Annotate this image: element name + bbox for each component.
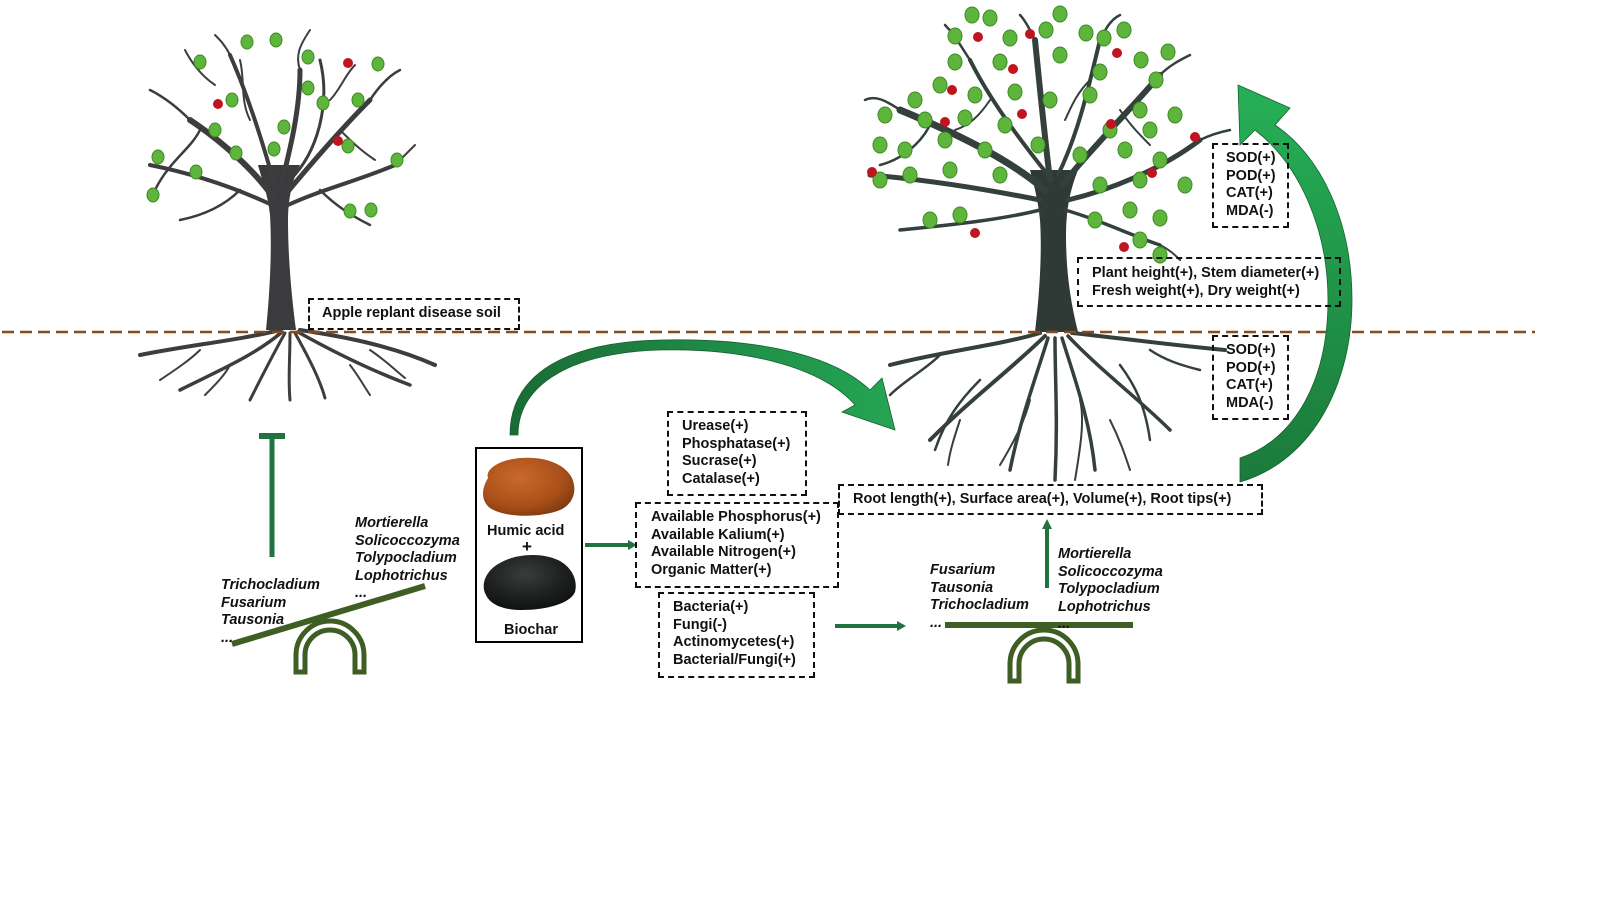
left-tree-leaves — [146, 32, 404, 219]
arrow-amendment-to-soil — [585, 540, 637, 550]
taxon: ... — [221, 629, 234, 646]
left-beneficial-taxa: Mortierella Solicoccozyma Tolypocladium … — [355, 515, 460, 603]
humic-acid-label: Humic acid — [487, 523, 565, 539]
right-seesaw — [945, 622, 1133, 684]
inhibition-bar — [259, 433, 285, 557]
taxon: Mortierella — [355, 515, 429, 531]
taxon: Fusarium — [930, 562, 996, 578]
antioxidant-item: POD(+) — [1226, 167, 1276, 184]
left-tree-trunk — [258, 165, 300, 330]
left-pathogen-taxa: Trichocladium Fusarium Tausonia ... — [221, 577, 320, 647]
plus-sign: + — [522, 537, 532, 556]
taxon: Tausonia — [221, 612, 285, 628]
taxon: Mortierella — [1058, 546, 1132, 562]
taxon: Lophotrichus — [355, 567, 448, 584]
growth-trait-line: Fresh weight(+), Dry weight(+) — [1092, 282, 1300, 299]
nutrient-item: Available Phosphorus(+) — [651, 509, 821, 525]
healthy-apple-tree — [863, 5, 1232, 482]
antioxidant-item: CAT(+) — [1226, 377, 1273, 393]
soil-microbes-box: Bacteria(+) Fungi(-) Actinomycetes(+) Ba… — [658, 592, 815, 678]
taxon: Trichocladium — [930, 597, 1029, 613]
left-seesaw — [231, 583, 426, 675]
curved-arrow-roots-to-canopy — [1237, 84, 1353, 483]
microbe-item: Actinomycetes(+) — [673, 634, 795, 650]
taxon: ... — [930, 614, 943, 631]
taxon: Lophotrichus — [1058, 598, 1151, 615]
taxon: ... — [1058, 616, 1071, 632]
left-tree-apples — [213, 58, 353, 146]
taxon: Trichocladium — [221, 577, 320, 593]
right-tree-roots — [888, 331, 1227, 482]
microbe-item: Fungi(-) — [673, 616, 727, 633]
right-pathogen-taxa: Fusarium Tausonia Trichocladium ... — [930, 562, 1029, 632]
microbe-item: Bacteria(+) — [673, 599, 749, 615]
enzyme-item: Sucrase(+) — [682, 453, 757, 469]
enzyme-item: Phosphatase(+) — [682, 435, 791, 452]
taxon: Solicoccozyma — [355, 532, 460, 549]
growth-trait-line: Plant height(+), Stem diameter(+) — [1092, 265, 1320, 281]
taxon: Tausonia — [930, 579, 994, 596]
enzyme-item: Catalase(+) — [682, 470, 760, 487]
antioxidant-item: MDA(-) — [1226, 202, 1274, 219]
enzyme-item: Urease(+) — [682, 418, 749, 434]
right-tree-trunk — [1030, 170, 1078, 332]
leaf-antioxidants-box: SOD(+) POD(+) CAT(+) MDA(-) — [1212, 143, 1289, 228]
humic-acid-image — [483, 457, 575, 516]
right-beneficial-taxa: Mortierella Solicoccozyma Tolypocladium … — [1058, 546, 1163, 634]
replant-soil-label: Apple replant disease soil — [322, 305, 501, 321]
right-tree-leaves — [872, 5, 1193, 264]
growth-traits-box: Plant height(+), Stem diameter(+) Fresh … — [1077, 257, 1341, 307]
antioxidant-item: POD(+) — [1226, 359, 1276, 376]
nutrient-item: Available Nitrogen(+) — [651, 544, 796, 560]
soil-enzymes-box: Urease(+) Phosphatase(+) Sucrase(+) Cata… — [667, 411, 807, 496]
left-seesaw-beam — [231, 583, 426, 647]
nutrient-item: Organic Matter(+) — [651, 561, 772, 578]
biochar-image — [483, 554, 576, 610]
nutrient-item: Available Kalium(+) — [651, 526, 785, 543]
soil-nutrients-box: Available Phosphorus(+) Available Kalium… — [635, 502, 839, 588]
root-antioxidants-box: SOD(+) POD(+) CAT(+) MDA(-) — [1212, 335, 1289, 420]
left-tree-roots — [138, 328, 437, 402]
antioxidant-item: CAT(+) — [1226, 185, 1273, 201]
replant-soil-label-box: Apple replant disease soil — [308, 298, 520, 330]
antioxidant-item: SOD(+) — [1226, 342, 1276, 358]
antioxidant-item: MDA(-) — [1226, 394, 1274, 411]
arrow-microbiome-to-roots — [1042, 519, 1052, 588]
curved-arrow-amendment-to-roots — [509, 339, 896, 436]
root-traits-text: Root length(+), Surface area(+), Volume(… — [853, 491, 1232, 507]
root-traits-box: Root length(+), Surface area(+), Volume(… — [838, 484, 1263, 515]
taxon: ... — [355, 585, 368, 601]
antioxidant-item: SOD(+) — [1226, 150, 1276, 166]
right-tree-apples — [867, 29, 1200, 252]
microbe-item: Bacterial/Fungi(+) — [673, 651, 796, 668]
left-seesaw-pivot — [293, 618, 367, 675]
taxon: Fusarium — [221, 594, 287, 611]
diseased-apple-tree — [138, 29, 437, 402]
taxon: Tolypocladium — [355, 550, 457, 566]
amendment-box — [475, 447, 583, 643]
taxon: Tolypocladium — [1058, 581, 1160, 597]
taxon: Solicoccozyma — [1058, 563, 1163, 580]
biochar-label: Biochar — [504, 622, 558, 638]
arrow-soil-to-microbiome — [835, 621, 906, 631]
right-seesaw-pivot — [1007, 627, 1081, 684]
